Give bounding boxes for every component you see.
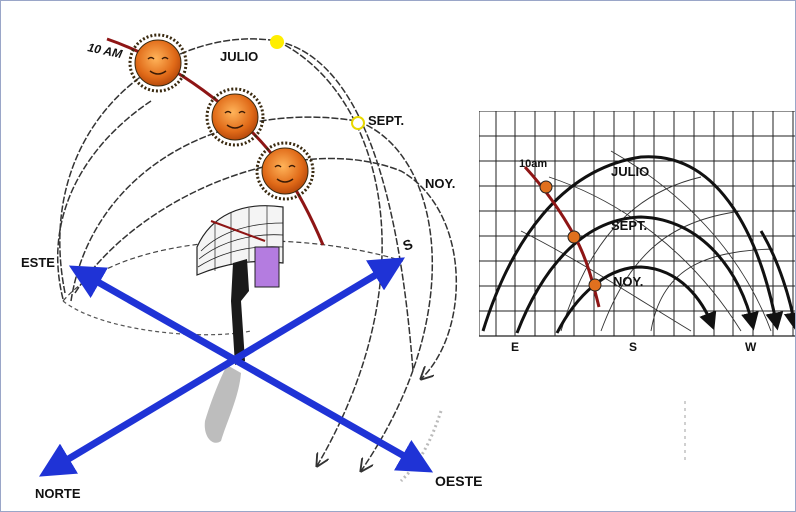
tail-arc: [399, 410, 443, 483]
sur-label: S: [401, 236, 415, 254]
sept-label: SEPT.: [368, 113, 404, 128]
norte-sur-arrow: [38, 257, 406, 477]
sun-icon: [128, 33, 188, 93]
chart-south-label: S: [629, 340, 637, 354]
julio-sun-marker: [270, 35, 284, 49]
sun-icon: [205, 87, 265, 147]
outer-dome-arc: [57, 100, 152, 300]
chart-ten-am-label: 10am: [519, 158, 547, 170]
nov-sun-path: [74, 157, 458, 379]
chart-east-label: E: [511, 340, 519, 354]
este-label: ESTE: [21, 255, 55, 270]
chart-sept-path: [515, 215, 759, 334]
chart-julio-path: [481, 155, 784, 332]
sept-sun-path: [70, 116, 434, 471]
chart-west-label: W: [745, 340, 757, 354]
chart-sept-label: SEPT.: [611, 218, 647, 233]
chart-julio-label: JULIO: [611, 164, 649, 179]
chart-nov-sun: [588, 278, 602, 292]
chart-sept-sun: [567, 230, 581, 244]
sun-icon: [255, 141, 315, 201]
julio-sun-path: [59, 38, 414, 372]
este-oeste-arrow: [68, 265, 434, 473]
chart-nov-path: [555, 265, 717, 334]
chart-extra-arrow: [759, 230, 795, 331]
sept-sun-marker: [351, 116, 365, 130]
norte-label: NORTE: [35, 486, 81, 501]
left-diagram: 10 AM JULIO SEPT. NOY. ESTE OESTE NORTE …: [21, 33, 482, 501]
shade-panel: [254, 246, 280, 288]
oeste-label: OESTE: [435, 473, 482, 489]
nov-label: NOY.: [425, 176, 455, 191]
right-diagram: 10am JULIO SEPT. NOY. E S W: [479, 111, 795, 461]
julio-sun-path-return: [276, 40, 383, 466]
julio-label: JULIO: [220, 49, 258, 64]
chart-nov-label: NOY.: [613, 274, 643, 289]
chart-julio-sun: [539, 180, 553, 194]
